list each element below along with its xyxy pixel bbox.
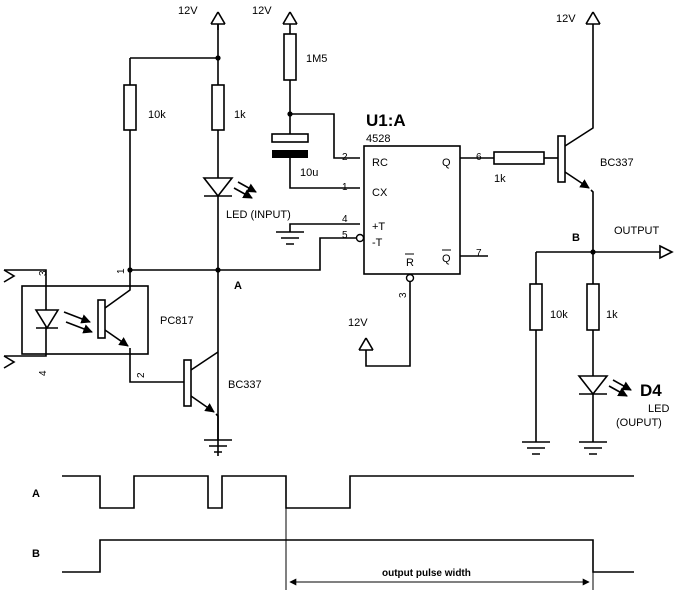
junction-a xyxy=(215,267,221,273)
label-led-out-line2: (OUPUT) xyxy=(616,417,662,429)
label-led-out-ref: D4 xyxy=(640,381,662,400)
inverter-bubble-r xyxy=(405,273,415,283)
supply-12v-mid xyxy=(282,11,298,34)
resistor-1k-output xyxy=(586,283,600,331)
pin-num-2: 2 xyxy=(342,152,348,163)
label-r-base: 1k xyxy=(494,173,506,185)
waveform-b xyxy=(62,539,634,573)
output-terminal xyxy=(659,244,674,260)
label-ic-part: 4528 xyxy=(366,133,390,145)
label-output: OUTPUT xyxy=(614,225,660,237)
label-ic-name: U1:A xyxy=(366,111,406,130)
transistor-input-symbol xyxy=(183,351,219,440)
pin-num-7: 7 xyxy=(476,248,482,259)
label-supply-left: 12V xyxy=(178,5,198,17)
pin-q-bar: Q xyxy=(442,253,451,265)
label-r-out-left: 10k xyxy=(550,309,568,321)
label-led-input: LED (INPUT) xyxy=(226,209,291,221)
transistor-output-symbol xyxy=(557,24,594,252)
ground-plus-t xyxy=(276,231,304,245)
pin-minus-t: -T xyxy=(372,237,383,249)
label-optocoupler: PC817 xyxy=(160,315,194,327)
supply-12v-left xyxy=(210,11,226,30)
ground-output-left xyxy=(522,441,550,455)
timing-label-b: B xyxy=(32,548,40,560)
pin-num-5: 5 xyxy=(342,230,348,241)
ic-4528-body xyxy=(363,145,461,275)
pin-num-1: 1 xyxy=(342,182,348,193)
resistor-10k-output xyxy=(529,283,543,331)
label-opto-pin3: 3 xyxy=(38,270,49,276)
pin-q: Q xyxy=(442,157,451,169)
label-q-output: BC337 xyxy=(600,157,634,169)
label-supply-mid: 12V xyxy=(252,5,272,17)
ground-input xyxy=(204,439,232,453)
label-supply-reset: 12V xyxy=(348,317,368,329)
label-r-timing: 1M5 xyxy=(306,53,327,65)
label-supply-right: 12V xyxy=(556,13,576,25)
label-r-led: 1k xyxy=(234,109,246,121)
label-q-input: BC337 xyxy=(228,379,262,391)
label-opto-pin2: 2 xyxy=(136,372,147,378)
label-led-out-line1: LED xyxy=(648,403,669,415)
supply-12v-right xyxy=(585,11,601,25)
label-node-b: B xyxy=(572,232,580,244)
capacitor-10u xyxy=(271,133,309,158)
wire-cx xyxy=(289,158,360,189)
timing-label-a: A xyxy=(32,488,40,500)
waveform-a xyxy=(62,475,634,509)
label-pulse-width: output pulse width xyxy=(382,568,471,579)
pin-cx: CX xyxy=(372,187,388,199)
label-r-out-right: 1k xyxy=(606,309,618,321)
inverter-bubble-minus-t xyxy=(355,233,365,243)
resistor-10k-pullup xyxy=(123,84,137,131)
label-r-pullup: 10k xyxy=(148,109,166,121)
label-opto-pin1: 1 xyxy=(116,268,127,274)
led-input-symbol xyxy=(202,177,257,199)
input-terminal-3 xyxy=(3,269,16,283)
ground-output-right xyxy=(579,441,607,455)
pin-plus-t: +T xyxy=(372,221,385,233)
wire-plus-t xyxy=(289,223,360,232)
pin-num-3: 3 xyxy=(398,292,409,298)
optocoupler-symbol xyxy=(4,269,184,383)
led-output-symbol xyxy=(577,375,632,397)
label-c-timing: 10u xyxy=(300,167,318,179)
wire-node-a xyxy=(130,237,360,271)
resistor-1m5 xyxy=(283,33,297,81)
label-opto-pin4: 4 xyxy=(38,370,49,376)
pin-rc: RC xyxy=(372,157,388,169)
junction-top xyxy=(215,55,221,61)
supply-12v-reset xyxy=(358,300,411,367)
pin-r: R xyxy=(406,257,414,269)
junction-rc xyxy=(287,111,293,117)
input-terminal-4 xyxy=(3,355,16,369)
resistor-1k-led xyxy=(211,84,225,131)
pin-num-4: 4 xyxy=(342,214,348,225)
wire-rc xyxy=(290,113,360,159)
resistor-1k-base xyxy=(493,151,545,165)
label-node-a: A xyxy=(234,280,242,292)
